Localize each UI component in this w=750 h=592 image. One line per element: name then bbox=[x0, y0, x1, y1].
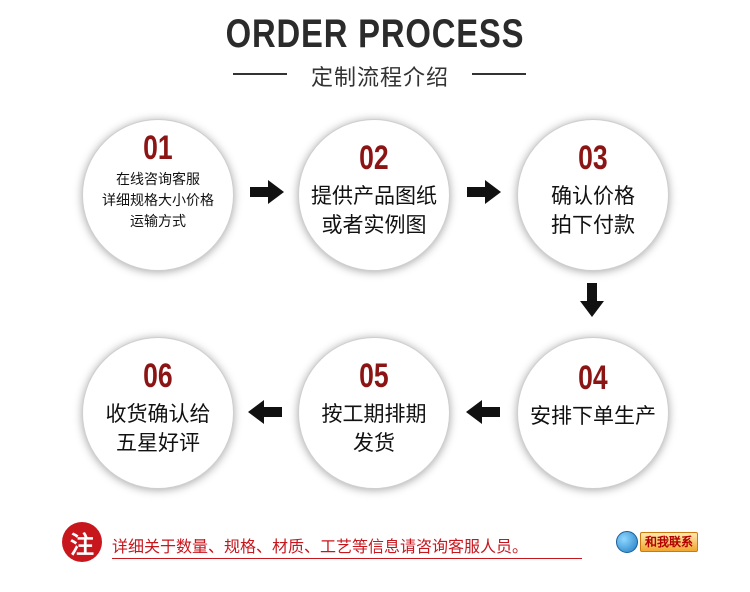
step-line: 安排下单生产 bbox=[530, 404, 656, 428]
step-description: 提供产品图纸 或者实例图 bbox=[311, 182, 437, 240]
step-number: 05 bbox=[359, 357, 389, 395]
chat-icon bbox=[616, 531, 638, 553]
step-line: 拍下付款 bbox=[551, 213, 635, 237]
arrow-right-icon bbox=[250, 180, 284, 204]
arrow-left-icon bbox=[466, 400, 500, 424]
step-description: 收货确认给 五星好评 bbox=[106, 400, 211, 458]
step-02-circle: 02 提供产品图纸 或者实例图 bbox=[298, 119, 450, 271]
arrow-down-icon bbox=[580, 283, 604, 317]
step-line: 收货确认给 bbox=[105, 402, 211, 426]
step-description: 在线咨询客服 详细规格大小价格 运输方式 bbox=[102, 170, 214, 233]
step-line: 或者实例图 bbox=[321, 213, 427, 237]
contact-button[interactable]: 和我联系 bbox=[616, 531, 699, 553]
step-number: 06 bbox=[143, 357, 173, 395]
step-description: 按工期排期 发货 bbox=[322, 400, 427, 458]
step-line: 提供产品图纸 bbox=[311, 184, 437, 208]
step-05-circle: 05 按工期排期 发货 bbox=[298, 337, 450, 489]
step-number: 04 bbox=[578, 359, 608, 397]
step-line: 五星好评 bbox=[116, 431, 200, 455]
step-line: 发货 bbox=[353, 431, 395, 455]
subtitle-divider-left bbox=[233, 73, 287, 75]
step-number: 01 bbox=[143, 129, 173, 167]
step-04-circle: 04 安排下单生产 bbox=[517, 337, 669, 489]
step-line: 详细规格大小价格 bbox=[102, 193, 214, 209]
subtitle-divider-right bbox=[472, 73, 526, 75]
notice-badge: 注 bbox=[62, 522, 102, 562]
step-line: 确认价格 bbox=[551, 184, 635, 208]
page-title: ORDER PROCESS bbox=[225, 12, 525, 56]
step-description: 安排下单生产 bbox=[530, 402, 656, 431]
step-line: 在线咨询客服 bbox=[116, 172, 200, 188]
notice-bar: 注 详细关于数量、规格、材质、工艺等信息请咨询客服人员。 和我联系 bbox=[62, 522, 702, 566]
step-number: 02 bbox=[359, 139, 389, 177]
step-06-circle: 06 收货确认给 五星好评 bbox=[82, 337, 234, 489]
page-subtitle: 定制流程介绍 bbox=[310, 66, 449, 91]
subtitle-row: 定制流程介绍 bbox=[0, 60, 750, 91]
notice-text: 详细关于数量、规格、材质、工艺等信息请咨询客服人员。 bbox=[112, 537, 529, 556]
step-01-circle: 01 在线咨询客服 详细规格大小价格 运输方式 bbox=[82, 119, 234, 271]
step-description: 确认价格 拍下付款 bbox=[551, 182, 635, 240]
arrow-left-icon bbox=[248, 400, 282, 424]
step-line: 按工期排期 bbox=[321, 402, 427, 426]
arrow-right-icon bbox=[467, 180, 501, 204]
step-line: 运输方式 bbox=[130, 214, 186, 230]
notice-underline bbox=[112, 558, 582, 559]
step-number: 03 bbox=[578, 139, 608, 177]
step-03-circle: 03 确认价格 拍下付款 bbox=[517, 119, 669, 271]
contact-button-label: 和我联系 bbox=[640, 532, 699, 552]
